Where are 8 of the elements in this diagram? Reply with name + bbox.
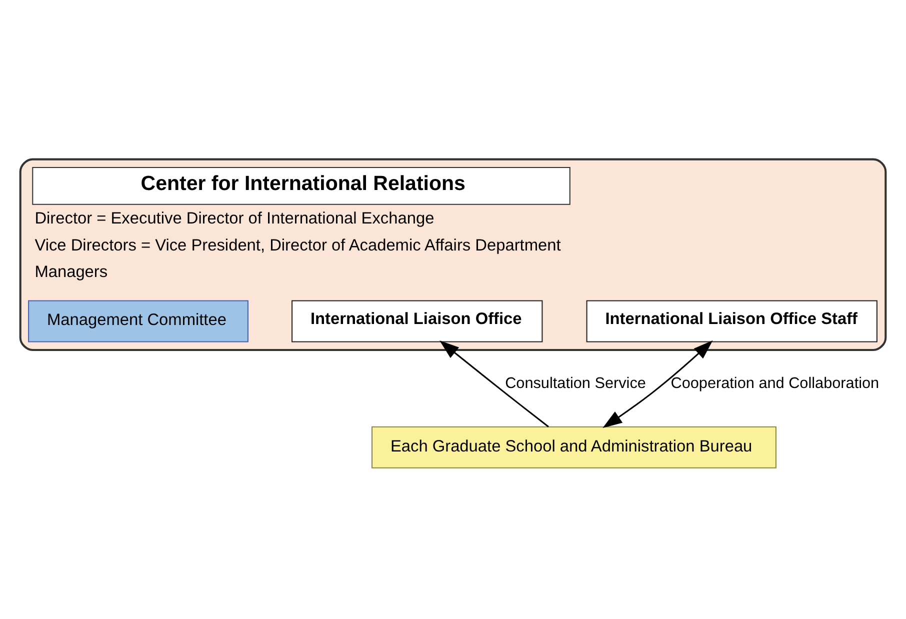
edge-label: Consultation Service [505,374,646,392]
arrow [440,340,549,428]
node-box: Each Graduate School and Administration Bureau [372,426,776,468]
node-box: International Liaison Office Staff [586,300,878,342]
node-box: International Liaison Office [292,300,543,342]
edge-label: Cooperation and Collaboration [670,374,880,392]
arrow [602,340,713,428]
node-box: Management Committee [28,300,248,342]
